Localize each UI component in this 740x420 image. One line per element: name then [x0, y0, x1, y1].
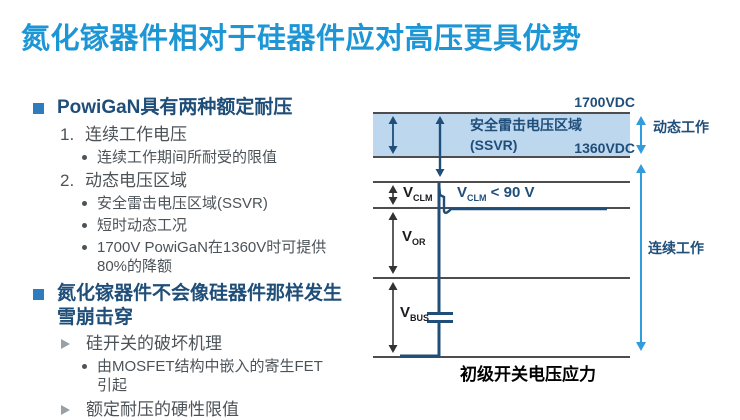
bullet-triangle-icon: [61, 405, 70, 415]
list-item: 硅开关的破坏机理: [60, 334, 375, 354]
bullet-dot-icon: [82, 155, 87, 160]
list-item: 2. 动态电压区域: [60, 171, 375, 191]
vor-label: VOR: [402, 228, 426, 247]
list-subitem-label: 短时动态工况: [97, 217, 188, 234]
list-item-label: 动态电压区域: [85, 171, 187, 190]
section1-heading-row: PowiGaN具有两种额定耐压: [30, 96, 375, 120]
list-subitem: 1700V PowiGaN在1360V时可提供80%的降额: [82, 238, 375, 276]
bullet-triangle-icon: [61, 339, 70, 349]
list-item: 额定耐压的硬性限值: [60, 400, 375, 420]
bullet-dot-icon: [82, 201, 87, 206]
vclm-label: VCLM: [403, 184, 433, 203]
section1-heading: PowiGaN具有两种额定耐压: [57, 97, 293, 118]
page-title: 氮化镓器件相对于硅器件应对高压更具优势: [21, 23, 582, 55]
voltage-stress-diagram: 1700VDC 安全雷击电压区域 (SSVR) 1360VDC 动态工作 连续工…: [365, 85, 740, 401]
list-item: 1. 连续工作电压: [60, 125, 375, 145]
bullet-dot-icon: [82, 223, 87, 228]
list-number: 1.: [60, 125, 75, 144]
continuous-operation-label: 连续工作: [648, 240, 704, 256]
list-subitem-label: 安全雷击电压区域(SSVR): [97, 195, 268, 212]
list-item-label: 连续工作电压: [85, 125, 187, 144]
list-subitem: 短时动态工况: [82, 216, 375, 235]
vbus-label: VBUS: [400, 304, 430, 323]
section2-heading-row: 氮化镓器件不会像硅器件那样发生雪崩击穿: [30, 282, 375, 330]
bullet-square-icon: [33, 103, 44, 114]
ssvr-band-label: 安全雷击电压区域: [470, 117, 582, 133]
list-item-label: 额定耐压的硬性限值: [86, 400, 239, 419]
diagram-graphics: [373, 112, 646, 358]
list-subitem: 连续工作期间所耐受的限值: [82, 148, 375, 167]
vclm-limit-note: VCLM < 90 V: [457, 184, 535, 203]
section2-heading: 氮化镓器件不会像硅器件那样发生雪崩击穿: [57, 283, 343, 328]
label-1700vdc: 1700VDC: [574, 94, 635, 110]
label-1360vdc: 1360VDC: [574, 140, 635, 156]
list-subitem-label: 连续工作期间所耐受的限值: [97, 149, 278, 166]
bullet-dot-icon: [82, 245, 87, 250]
list-subitem: 由MOSFET结构中嵌入的寄生FET引起: [82, 357, 375, 395]
diagram-caption: 初级开关电压应力: [460, 365, 596, 384]
list-subitem-label: 由MOSFET结构中嵌入的寄生FET引起: [97, 358, 323, 394]
list-item-label: 硅开关的破坏机理: [86, 334, 222, 353]
ssvr-band-label: (SSVR): [470, 137, 518, 153]
list-subitem-label: 1700V PowiGaN在1360V时可提供80%的降额: [97, 239, 327, 275]
ssvr-band: [373, 113, 630, 157]
list-number: 2.: [60, 171, 75, 190]
list-subitem: 安全雷击电压区域(SSVR): [82, 194, 375, 213]
dynamic-operation-label: 动态工作: [653, 119, 709, 135]
waveform-clamp-spike: [437, 182, 607, 215]
waveform-rising-edge: [400, 322, 441, 358]
bullet-column: PowiGaN具有两种额定耐压 1. 连续工作电压 连续工作期间所耐受的限值 2…: [30, 96, 375, 420]
bullet-dot-icon: [82, 364, 87, 369]
bullet-square-icon: [33, 289, 44, 300]
